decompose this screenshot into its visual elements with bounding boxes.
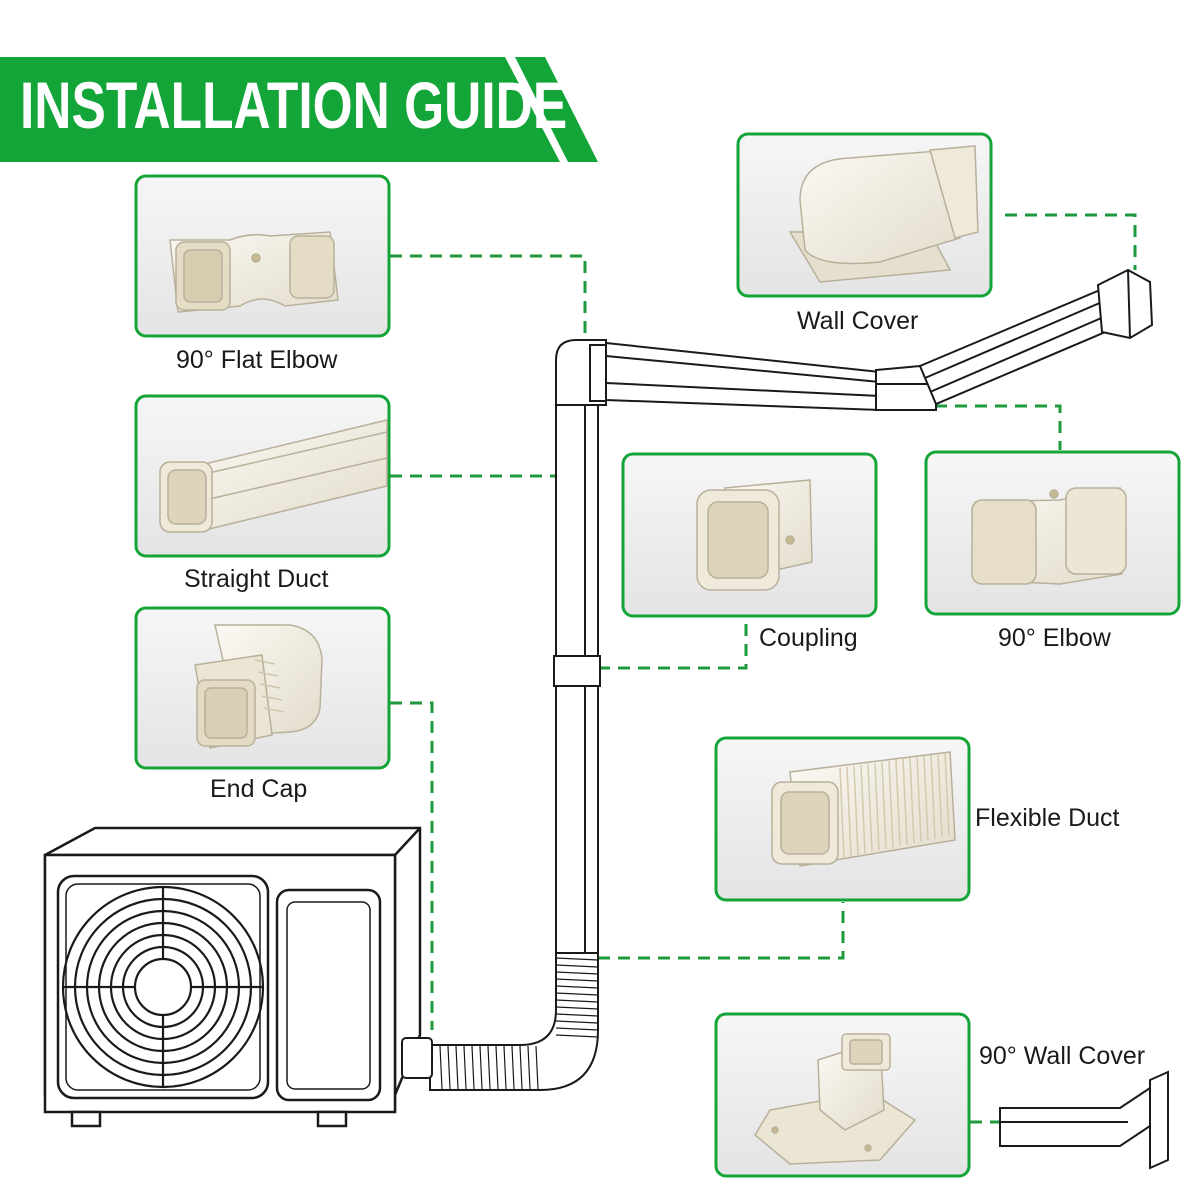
coupling-icon [696,479,813,591]
straight-duct-icon [159,419,388,533]
label-elbow: 90° Elbow [998,624,1111,652]
flat-elbow-icon [169,231,339,313]
card-flexible-duct [714,736,971,902]
duct-system [401,268,1154,1091]
wall-cover-90-icon [754,1033,917,1165]
outdoor-ac-unit [43,826,422,1128]
card-wall-cover [736,132,993,298]
card-straight-duct [134,394,391,558]
label-flexible-duct: Flexible Duct [975,804,1120,832]
flexible-duct-ribs [439,957,599,1090]
connector-flat-elbow [390,254,587,340]
card-wall-cover-90 [714,1012,971,1178]
page-title: INSTALLATION GUIDE [20,68,568,142]
card-flat-elbow [134,174,391,338]
connector-wall-cover [1005,213,1137,270]
fan-grille [61,885,265,1089]
label-wall-cover-90: 90° Wall Cover [979,1042,1146,1070]
card-coupling [621,452,878,618]
label-end-cap: End Cap [210,775,308,803]
connector-lines [390,213,1137,1124]
label-flat-elbow: 90° Flat Elbow [176,346,338,374]
card-elbow [924,450,1181,616]
connector-flexible-duct [598,902,845,960]
connector-coupling [598,615,748,670]
wall-cover-icon [788,145,979,283]
label-coupling: Coupling [759,624,858,652]
title-banner [0,57,598,162]
connector-elbow [935,404,1062,450]
connector-end-cap [390,701,434,1030]
label-straight-duct: Straight Duct [184,565,329,593]
end-cap-icon [194,624,323,749]
card-end-cap [134,606,391,770]
wall-cover-bracket [999,1070,1169,1170]
elbow-icon [971,487,1127,585]
flexible-duct-icon [771,751,956,867]
label-wall-cover: Wall Cover [797,307,919,335]
